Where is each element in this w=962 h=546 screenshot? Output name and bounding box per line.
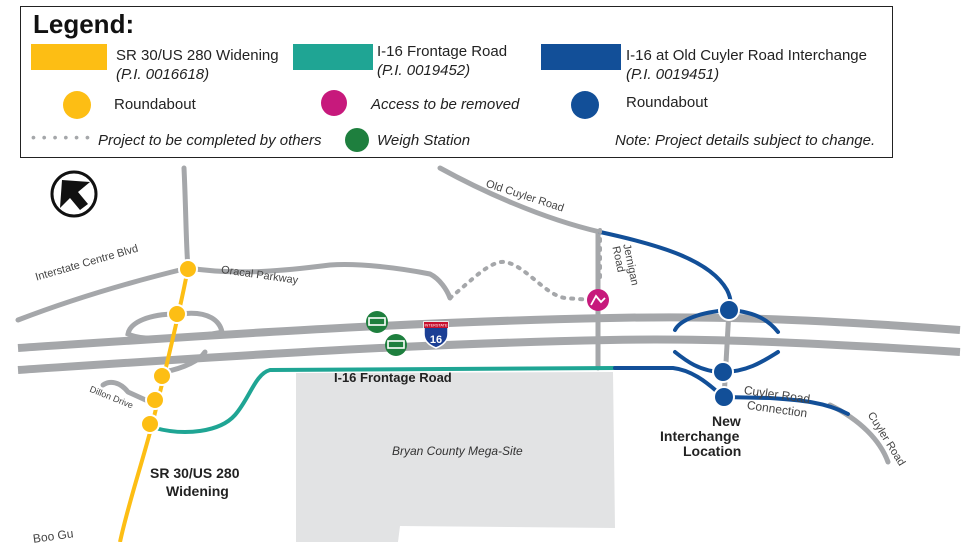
roundabout-yellow-3 [152,366,172,386]
svg-text:INTERSTATE: INTERSTATE [424,324,448,328]
legend-roundabout-yellow-icon [63,91,91,119]
label-new-interchange-3: Location [683,443,742,459]
legend-access-removed-icon [321,90,347,116]
interstate-centre-blvd [15,265,191,323]
old-cuyler-road [437,165,603,235]
legend-roundabout-blue-icon [571,91,599,119]
roundabout-yellow-4 [145,390,165,410]
label-frontage-road: I-16 Frontage Road [334,370,452,385]
legend-roundabout-blue: Roundabout [626,94,708,111]
by-others-dotted-1 [448,259,594,302]
label-new-interchange-2: Interchange [660,428,740,444]
roundabout-yellow-2 [167,304,187,324]
interchange-stem [721,309,732,399]
label-mega-site: Bryan County Mega-Site [392,444,523,458]
legend-by-others: Project to be completed by others [98,132,322,149]
legend-frontage-pi: (P.I. 0019452) [377,62,471,79]
roundabout-yellow-1 [178,259,198,279]
legend-roundabout-yellow: Roundabout [114,96,196,113]
legend-note: Note: Project details subject to change. [615,132,876,149]
legend-widening-pi: (P.I. 0016618) [116,66,210,83]
legend-box: Legend: SR 30/US 280 Widening (P.I. 0016… [20,6,893,158]
legend-weigh-station-icon [345,128,369,152]
interchange-main-link [613,366,850,416]
legend-weigh-station: Weigh Station [377,132,471,149]
legend-widening: SR 30/US 280 Widening (P.I. 0016618) [116,46,279,84]
legend-frontage: I-16 Frontage Road (P.I. 0019452) [377,42,507,80]
dillon-drive [100,379,153,405]
legend-swatch-frontage [293,44,373,70]
legend-swatch-widening [31,44,107,70]
i16-eastbound [17,335,961,374]
legend-interchange: I-16 at Old Cuyler Road Interchange (P.I… [626,46,867,84]
legend-swatch-interchange [541,44,621,70]
interstate-shield: INTERSTATE 16 [423,321,449,349]
north-road [181,165,191,271]
roundabout-blue-1 [718,299,740,321]
legend-title: Legend: [33,9,135,39]
legend-interchange-name: I-16 at Old Cuyler Road Interchange [626,47,867,64]
svg-text:16: 16 [430,334,442,346]
roundabout-yellow-5 [140,414,160,434]
label-widening-1: SR 30/US 280 [150,465,240,481]
label-new-interchange-1: New [712,413,741,429]
weigh-station-marker-2 [385,334,407,356]
oracal-parkway [185,262,453,301]
label-widening-2: Widening [166,483,229,499]
legend-by-others-dots: • • • • • • [31,129,91,145]
mega-site-parcel [296,372,615,542]
roundabout-blue-2 [712,361,734,383]
legend-access-removed: Access to be removed [371,96,520,113]
north-arrow-icon [50,170,98,218]
roundabout-blue-3 [713,386,735,408]
legend-widening-name: SR 30/US 280 Widening [116,47,279,64]
access-removed-marker [587,289,609,311]
legend-frontage-name: I-16 Frontage Road [377,43,508,60]
frontage-road-line [154,366,616,434]
legend-interchange-pi: (P.I. 0019451) [626,66,720,83]
weigh-station-marker-1 [366,311,388,333]
